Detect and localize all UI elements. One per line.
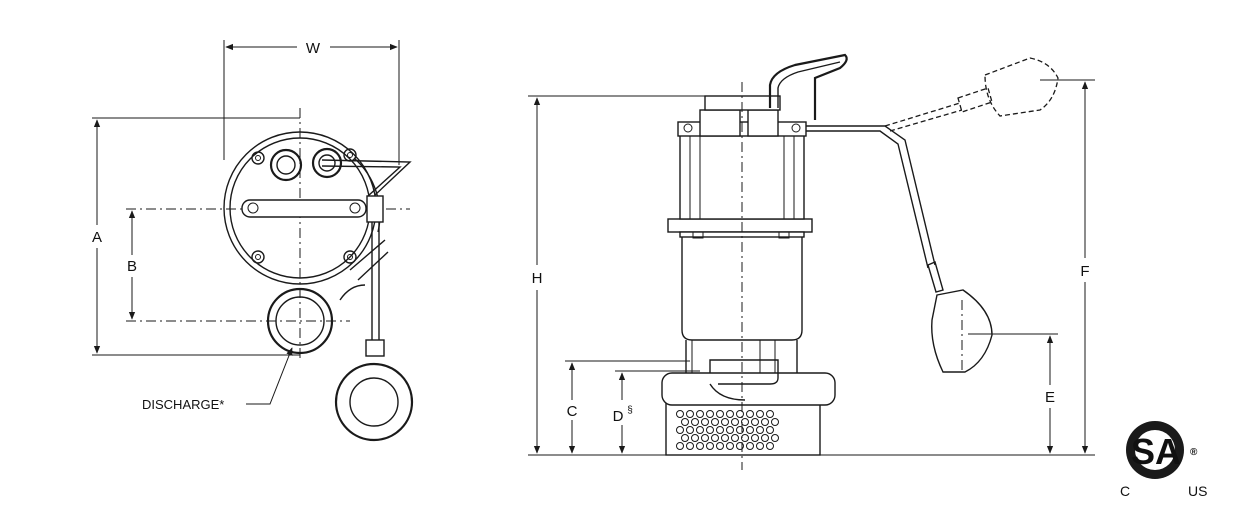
top-view: W A B	[92, 40, 414, 442]
float-inner	[349, 377, 399, 427]
csa-us-label: US	[1188, 483, 1207, 499]
csa-logo-text: SA	[1131, 431, 1181, 472]
cord-port-outer	[311, 147, 343, 179]
dimension-h-label: H	[532, 270, 543, 287]
float-outer	[334, 362, 414, 442]
discharge-outer	[266, 287, 334, 355]
csa-certification-mark: SA ® C US	[1120, 421, 1207, 499]
dimension-d-superscript: §	[627, 405, 633, 416]
dimension-e-label: E	[1045, 389, 1055, 406]
float-arm-joint	[927, 261, 944, 293]
pump-handle-inner	[777, 61, 841, 108]
dimension-c-label: C	[567, 403, 578, 420]
side-view: H C D §	[528, 53, 1095, 470]
cord-port-inner	[318, 154, 336, 172]
csa-logo-inner	[1135, 430, 1175, 470]
dimension-b-label: B	[127, 258, 137, 275]
pump-handle	[768, 53, 848, 120]
float-arm-top-inner	[321, 165, 402, 197]
volute-curve	[709, 383, 746, 401]
float-switch-lower	[931, 289, 993, 373]
dimension-d-label: D	[613, 408, 624, 425]
housing-bolts	[251, 148, 357, 264]
float-connector	[365, 339, 385, 357]
float-raised-arm-inner	[889, 109, 963, 132]
float-switch-arm	[806, 125, 936, 266]
float-clamp	[366, 195, 384, 223]
float-raised-joint	[957, 87, 993, 113]
csa-registered-mark: ®	[1190, 447, 1198, 458]
discharge-label: DISCHARGE*	[142, 397, 224, 412]
vent-port-inner	[276, 155, 296, 175]
discharge-inner	[275, 296, 325, 346]
vent-port-outer	[269, 148, 303, 182]
dimension-a-label: A	[92, 229, 102, 246]
dimension-f-label: F	[1080, 263, 1089, 280]
float-raised-arm	[884, 102, 961, 127]
bracket-lines	[349, 239, 389, 281]
csa-c-label: C	[1120, 483, 1130, 499]
discharge-leader	[246, 347, 293, 405]
strainer-holes	[676, 410, 779, 450]
motor-flange	[667, 218, 813, 233]
discharge-outlet	[709, 359, 779, 385]
float-switch-arm-inner	[806, 130, 929, 269]
volute-housing	[661, 372, 836, 406]
top-fitting-right	[747, 109, 779, 137]
motor-body	[681, 236, 803, 341]
float-switch-raised	[984, 57, 1059, 117]
handle-bar	[241, 199, 367, 218]
float-arm-top	[321, 159, 412, 196]
dimension-w-label: W	[306, 40, 321, 57]
top-fitting-left	[699, 109, 741, 137]
discharge-support	[339, 284, 366, 301]
